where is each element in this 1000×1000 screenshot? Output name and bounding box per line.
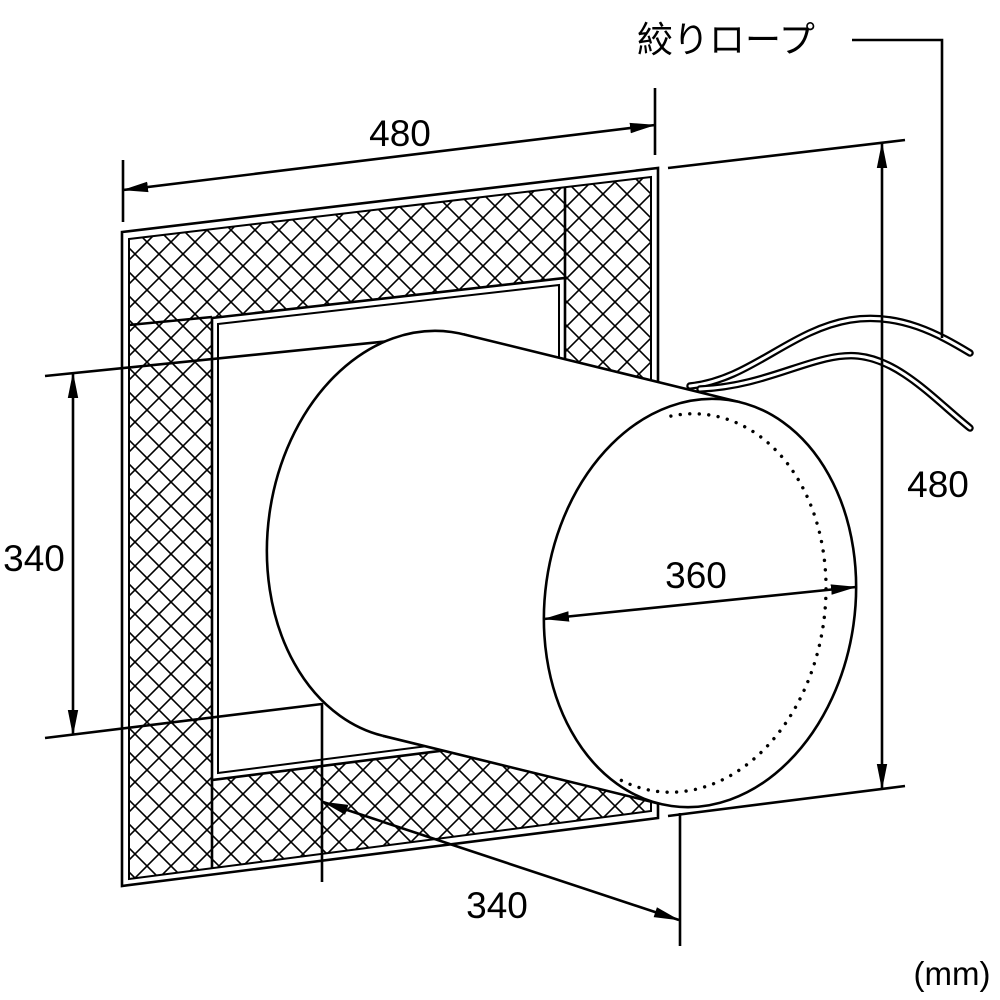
dim-duct-diameter-line: [543, 584, 857, 622]
dim-opening-width-line: [322, 800, 680, 922]
dim-duct-diameter-label: 360: [665, 555, 727, 596]
drawstring-rope-upper-core: [688, 316, 972, 388]
ext-panel-height-bottom: [667, 784, 906, 818]
dim-panel-width-label: 480: [369, 113, 431, 154]
rope-leader-line: [852, 38, 944, 338]
dim-panel-height-label: 480: [907, 464, 969, 505]
unit-label: (mm): [914, 955, 991, 992]
dimensions: 480 480 340 360 340 (mm): [3, 113, 990, 992]
duct-bottom-edge: [382, 734, 661, 806]
frame-divider-top-left: [128, 315, 213, 327]
dim-opening-height-label: 340: [3, 538, 65, 579]
dim-opening-width-label: 340: [466, 885, 528, 926]
drawstring-rope-lower-core: [698, 354, 972, 430]
ext-panel-height-top: [667, 138, 906, 170]
dim-panel-width-line: [122, 122, 656, 193]
rope-label: 絞りロープ: [637, 20, 815, 61]
drawstring-rope: 絞りロープ: [637, 20, 974, 432]
duct-top-edge: [462, 332, 741, 404]
extension-lines-rear: [44, 336, 421, 882]
ext-opening-height-bottom: [44, 702, 323, 740]
ext-opening-height-top: [44, 336, 421, 378]
extension-lines-front: [121, 88, 906, 946]
